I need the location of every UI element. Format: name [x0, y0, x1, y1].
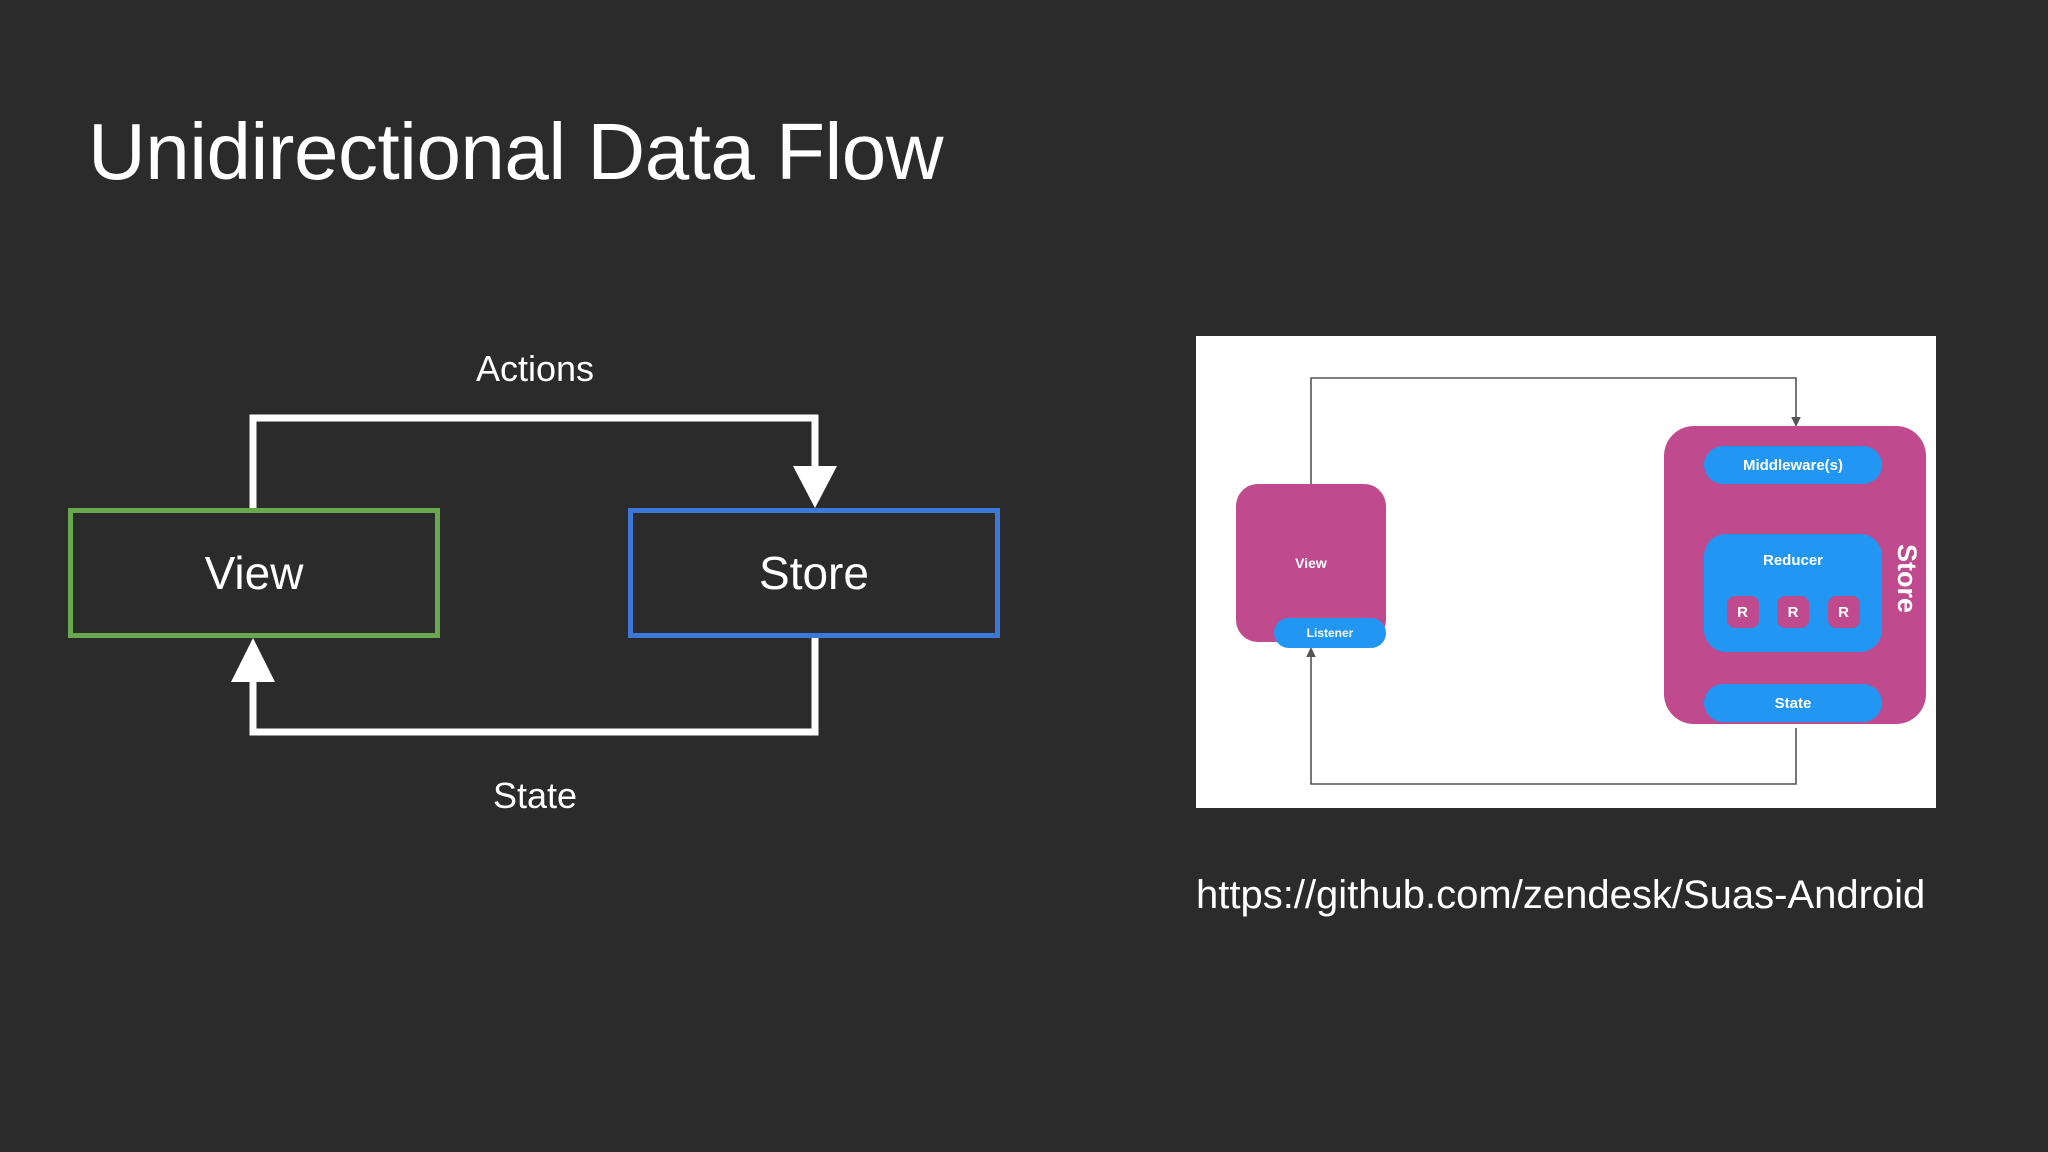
- page-title: Unidirectional Data Flow: [88, 107, 944, 196]
- ref-node-middleware: Middleware(s): [1704, 446, 1882, 484]
- dispatch-connector: [1310, 377, 1801, 484]
- flow-node-store-label: Store: [759, 547, 869, 599]
- notify-connector: [1306, 646, 1797, 785]
- actions-arrow-head: [793, 466, 837, 508]
- ref-node-state: State: [1704, 684, 1882, 722]
- ref-node-reducer: Reducer: [1704, 534, 1882, 652]
- ref-reducer-pill: R: [1827, 596, 1860, 628]
- flow-node-view-label: View: [204, 547, 304, 599]
- ref-node-store-label: Store: [1892, 544, 1922, 614]
- ref-node-listener-label: Listener: [1306, 626, 1354, 640]
- ref-node-listener: Listener: [1274, 618, 1386, 648]
- ref-node-view: View: [1236, 484, 1386, 642]
- flow-edge-label-state: State: [492, 775, 578, 816]
- actions-arrow-path: [249, 414, 819, 508]
- flow-node-store[interactable]: Store: [628, 508, 1000, 638]
- state-arrow-head: [231, 638, 275, 682]
- ref-node-state-label: State: [1774, 694, 1812, 712]
- ref-reducer-pill-group: R R R: [1708, 596, 1878, 628]
- flow-arrows: [231, 414, 837, 736]
- ref-reducer-pill: R: [1726, 596, 1759, 628]
- reference-url-caption: https://github.com/zendesk/Suas-Android: [1196, 873, 1926, 917]
- state-arrow-path: [249, 638, 819, 736]
- flow-edge-label-actions: Actions: [475, 348, 595, 389]
- ref-node-view-label: View: [1295, 555, 1327, 571]
- ref-reducer-pill: R: [1777, 596, 1809, 628]
- flow-node-view[interactable]: View: [68, 508, 440, 638]
- reference-diagram-image: View Listener Store Middleware(s) Reduce…: [1196, 336, 1936, 808]
- ref-node-middleware-label: Middleware(s): [1742, 456, 1844, 474]
- ref-node-reducer-label: Reducer: [1762, 552, 1824, 569]
- unidirectional-flow-diagram: View Store Actions State: [0, 320, 1100, 880]
